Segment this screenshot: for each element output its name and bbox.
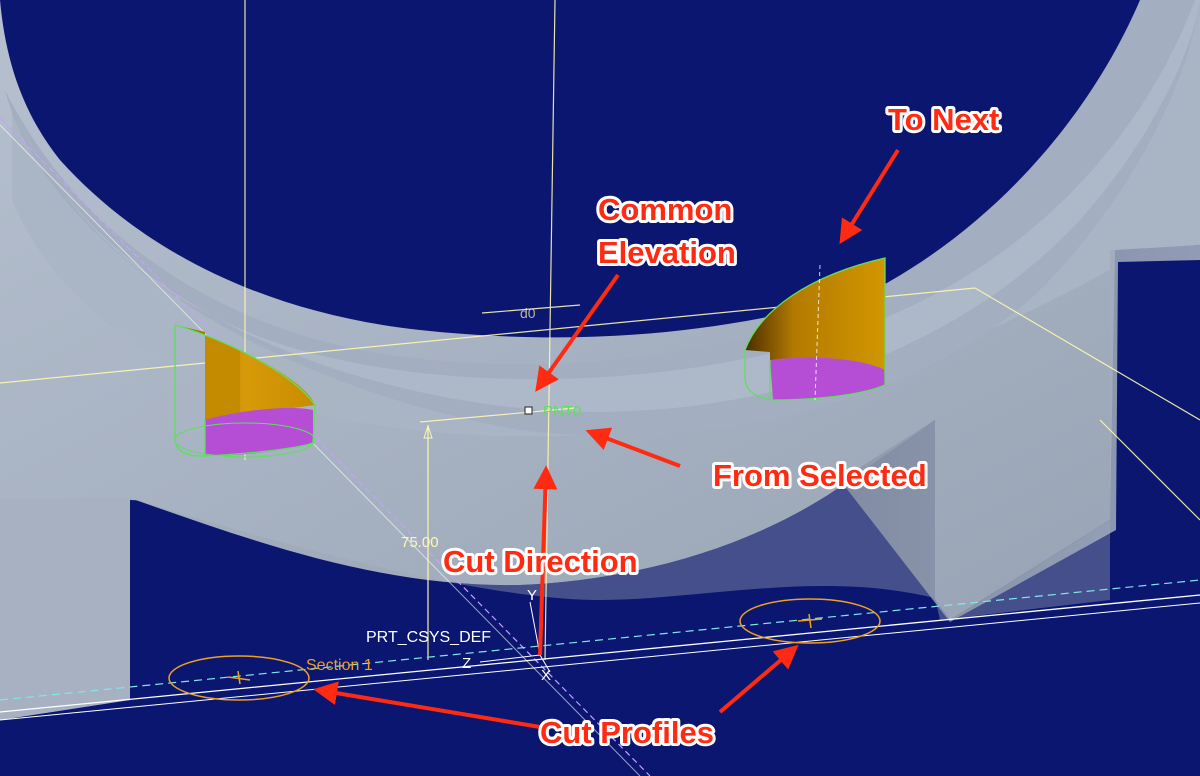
callout-common-elevation-2: Elevation [598,235,736,270]
arrow-cut-profile-right [718,644,799,714]
callout-to-next: To Next [888,102,999,137]
coordinate-system: Y Z X PRT_CSYS_DEF [366,587,551,684]
csys-label[interactable]: PRT_CSYS_DEF [366,629,491,646]
dimension-75[interactable]: 75.00 [401,424,439,655]
callout-common-elevation-1: Common [598,192,732,227]
right-cut-feature [744,257,886,401]
datum-point-marker[interactable] [524,406,533,415]
left-cut-cap [205,408,313,456]
right-cut-cap [770,357,885,400]
arrow-cut-direction [533,465,558,656]
left-cut-feature [174,324,316,458]
arrow-from-selected [585,427,681,468]
section-profile-left[interactable] [168,655,310,701]
arrow-common-elevation [535,273,620,392]
section-profile-right[interactable] [739,598,881,644]
callout-cut-profiles: Cut Profiles [540,715,714,750]
dimension-small-label[interactable]: d0 [520,305,536,321]
dimension-value[interactable]: 75.00 [401,534,439,551]
part-circular-hole [0,0,1200,338]
arrow-cut-profile-left [313,681,541,729]
section-profiles [168,598,881,701]
axis-x-label: X [541,667,551,684]
axis-z-label: Z [462,655,471,672]
section-label[interactable]: Section 1 [306,657,373,674]
right-cut-edge [744,257,886,401]
left-cut-wall [205,335,240,420]
arrow-to-next [839,148,900,245]
right-cut-surface [745,258,885,385]
datum-lines [0,117,1200,776]
datum-point-label[interactable]: PNT0 [543,403,581,420]
part-left-leg [0,498,130,720]
callout-cut-direction: Cut Direction [443,544,638,579]
callout-arrows [313,148,900,729]
callout-from-selected: From Selected [713,458,927,493]
axis-y-label: Y [527,587,537,604]
part-right-side [840,245,1200,622]
